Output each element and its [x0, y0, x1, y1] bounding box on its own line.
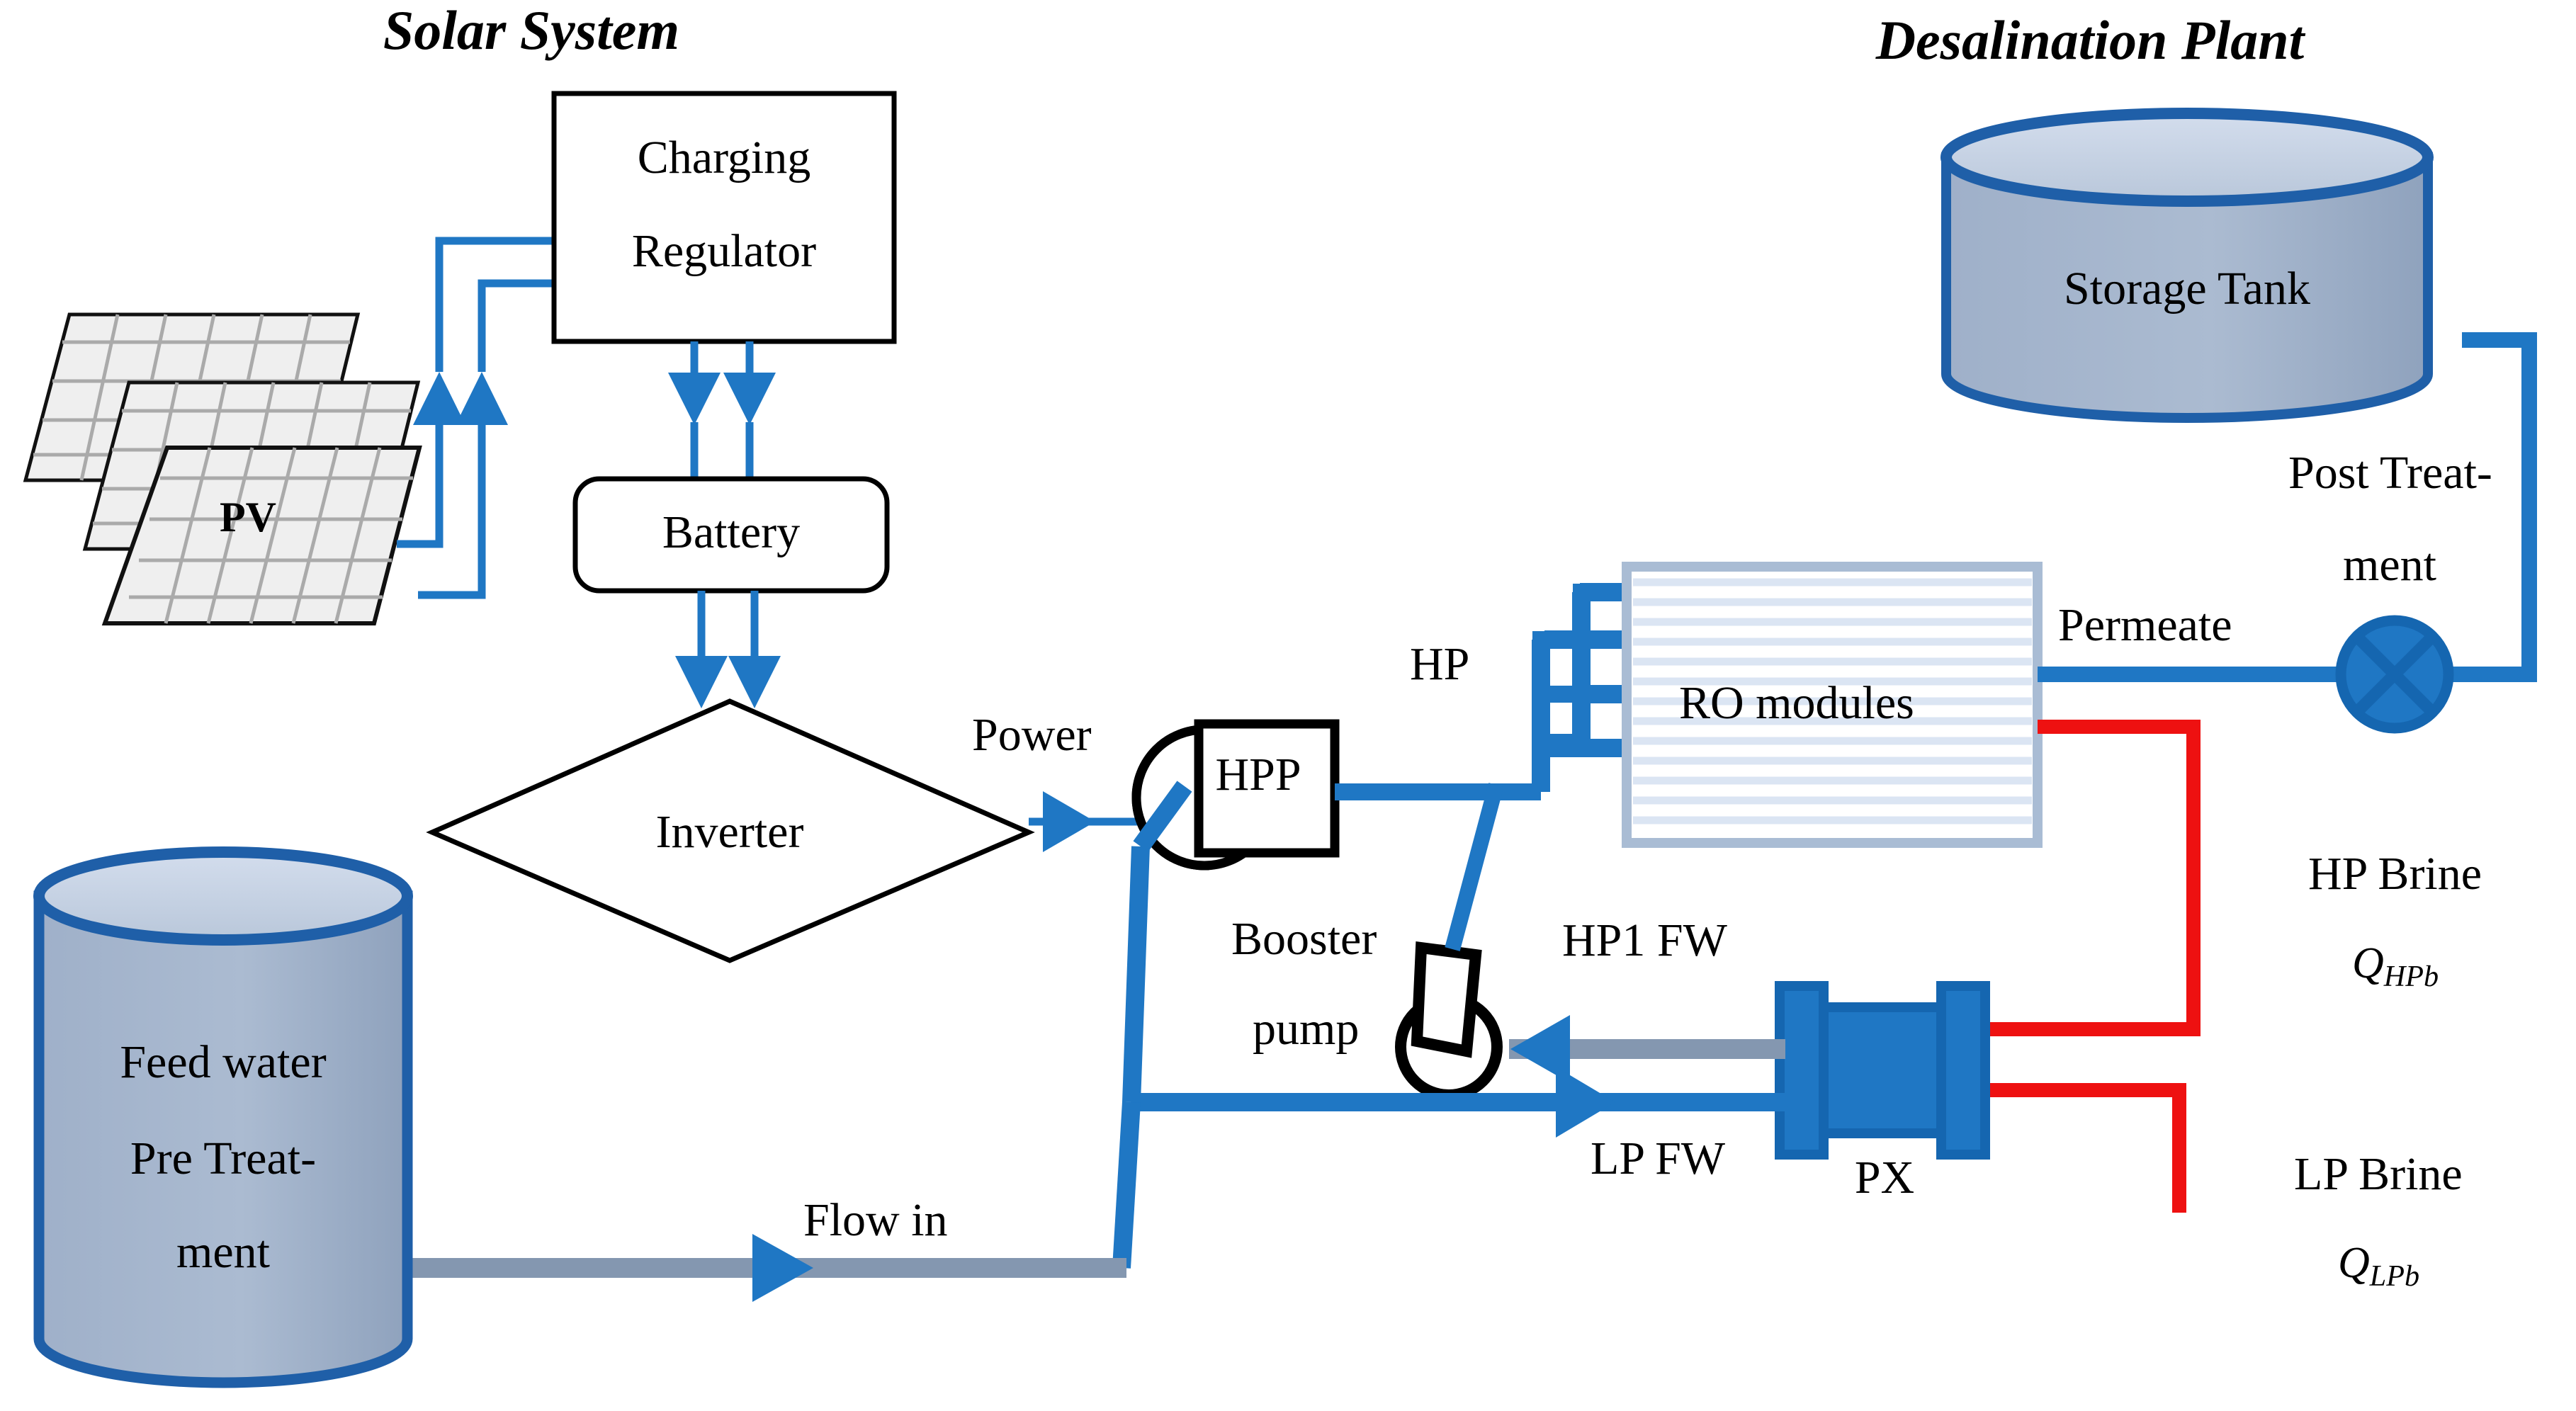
feed-water-label-line1: Feed water	[120, 1036, 327, 1088]
flow-in-arrow-head	[752, 1234, 813, 1302]
px-label: PX	[1854, 1152, 1915, 1203]
lp-brine-symbol: QLPb	[2338, 1239, 2420, 1293]
flow-in-label: Flow in	[803, 1194, 948, 1246]
arrow-down-batt-2	[723, 373, 776, 425]
hp-brine-pipe	[1967, 720, 2201, 1036]
px-pressure-exchanger	[1775, 981, 1990, 1160]
permeate-pipe	[2038, 332, 2537, 682]
hpp-pump-body	[1194, 719, 1340, 858]
booster-pump-body	[1411, 941, 1482, 1058]
feed-water-tank	[33, 846, 413, 1388]
inverter-diamond	[426, 698, 1035, 963]
charging-regulator-label-line2: Regulator	[631, 225, 817, 277]
permeate-label: Permeate	[2058, 599, 2232, 651]
ro-feed-branches	[1532, 583, 1629, 792]
hp1-fw-arrow-head	[1510, 1015, 1570, 1083]
feed-riser-pipe	[1112, 781, 1192, 1269]
ro-modules-label: RO modules	[1679, 677, 1914, 729]
arrow-down-inv-2	[728, 656, 781, 708]
battery-label: Battery	[662, 506, 801, 558]
hpp-label: HPP	[1215, 749, 1301, 800]
pv-panel-front	[101, 446, 422, 625]
hp-label: HP	[1410, 638, 1470, 690]
hp-brine-label: HP Brine	[2308, 848, 2482, 900]
charging-regulator-box	[551, 91, 897, 344]
hp1-fw-label: HP1 FW	[1562, 914, 1727, 966]
solar-system-title: Solar System	[383, 0, 680, 61]
lp-fw-label: LP FW	[1591, 1133, 1726, 1184]
power-arrow-head	[1043, 791, 1095, 852]
booster-pump-label-line1: Booster	[1231, 913, 1377, 965]
feed-water-label-line2: Pre Treat-	[130, 1133, 317, 1184]
desalination-plant-title: Desalination Plant	[1875, 9, 2305, 71]
arrow-down-batt-1	[668, 373, 721, 425]
feed-water-label-line3: ment	[176, 1226, 270, 1278]
post-treatment-label-line1: Post Treat-	[2288, 447, 2492, 499]
storage-tank-label: Storage Tank	[2064, 263, 2310, 314]
pv-wire-tops	[435, 237, 554, 372]
arrow-up-pv-1	[413, 372, 465, 425]
lp-brine-label: LP Brine	[2294, 1148, 2463, 1200]
post-treatment-label-line2: ment	[2343, 539, 2436, 591]
power-label: Power	[972, 709, 1092, 761]
ro-modules-stripes	[1633, 578, 2032, 824]
storage-tank	[1941, 108, 2434, 423]
lp-fw-arrow-head	[1556, 1067, 1615, 1138]
pv-label: PV	[220, 494, 276, 540]
arrow-up-pv-2	[456, 372, 508, 425]
battery-to-inverter-wires	[697, 591, 759, 656]
arrow-down-inv-1	[675, 656, 728, 708]
battery-box	[572, 476, 890, 594]
booster-pump-label-line2: pump	[1253, 1003, 1360, 1055]
booster-discharge-pipe	[1445, 783, 1504, 951]
inverter-label: Inverter	[655, 806, 804, 858]
regulator-to-battery-wires	[690, 341, 754, 479]
post-treatment-valve-x-icon	[2352, 632, 2437, 717]
hp-brine-symbol: QHPb	[2352, 939, 2439, 993]
pv-to-regulator-wires	[397, 425, 486, 599]
lp-brine-pipe	[1967, 1083, 2186, 1213]
charging-regulator-label-line1: Charging	[637, 132, 811, 183]
